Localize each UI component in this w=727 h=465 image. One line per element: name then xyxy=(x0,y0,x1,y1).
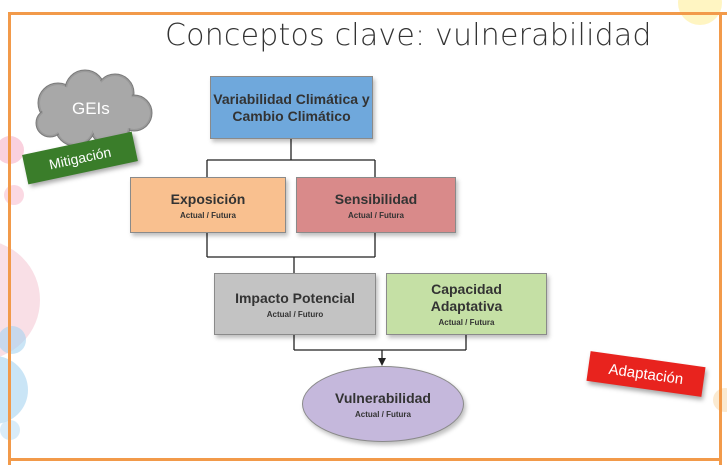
box-vulnerabilidad: Vulnerabilidad Actual / Futura xyxy=(302,366,464,442)
box-exposicion: Exposición Actual / Futura xyxy=(130,177,286,233)
frame-right-line xyxy=(719,12,722,465)
box-sensibilidad: Sensibilidad Actual / Futura xyxy=(296,177,456,233)
box-sensibilidad-sub: Actual / Futura xyxy=(347,210,404,220)
box-variabilidad-label: Variabilidad Climática y Cambio Climátic… xyxy=(213,90,370,124)
frame-top-line xyxy=(8,12,727,15)
box-impacto-sub: Actual / Futuro xyxy=(266,309,324,319)
frame-bottom-line xyxy=(8,458,722,461)
box-capacidad-sub: Actual / Futura xyxy=(438,318,495,327)
mitigation-tag-label: Mitigación xyxy=(47,143,113,173)
box-variabilidad: Variabilidad Climática y Cambio Climátic… xyxy=(210,76,373,139)
box-vulnerabilidad-label: Vulnerabilidad xyxy=(335,389,431,406)
box-impacto-label: Impacto Potencial xyxy=(235,289,355,306)
box-exposicion-sub: Actual / Futura xyxy=(179,210,236,220)
adaptation-tag-label: Adaptación xyxy=(607,360,685,388)
box-exposicion-label: Exposición xyxy=(170,190,246,207)
box-vulnerabilidad-sub: Actual / Futura xyxy=(354,409,411,419)
slide-title: Conceptos clave: vulnerabilidad xyxy=(165,18,652,53)
box-capacidad: Capacidad Adaptativa Actual / Futura xyxy=(386,273,547,335)
cloud-label: GEIs xyxy=(72,99,110,118)
frame-left-line xyxy=(8,12,11,465)
box-sensibilidad-label: Sensibilidad xyxy=(334,190,418,207)
ghg-cloud xyxy=(35,69,153,147)
box-capacidad-label: Capacidad Adaptativa xyxy=(430,281,503,314)
box-impacto: Impacto Potencial Actual / Futuro xyxy=(214,273,376,335)
